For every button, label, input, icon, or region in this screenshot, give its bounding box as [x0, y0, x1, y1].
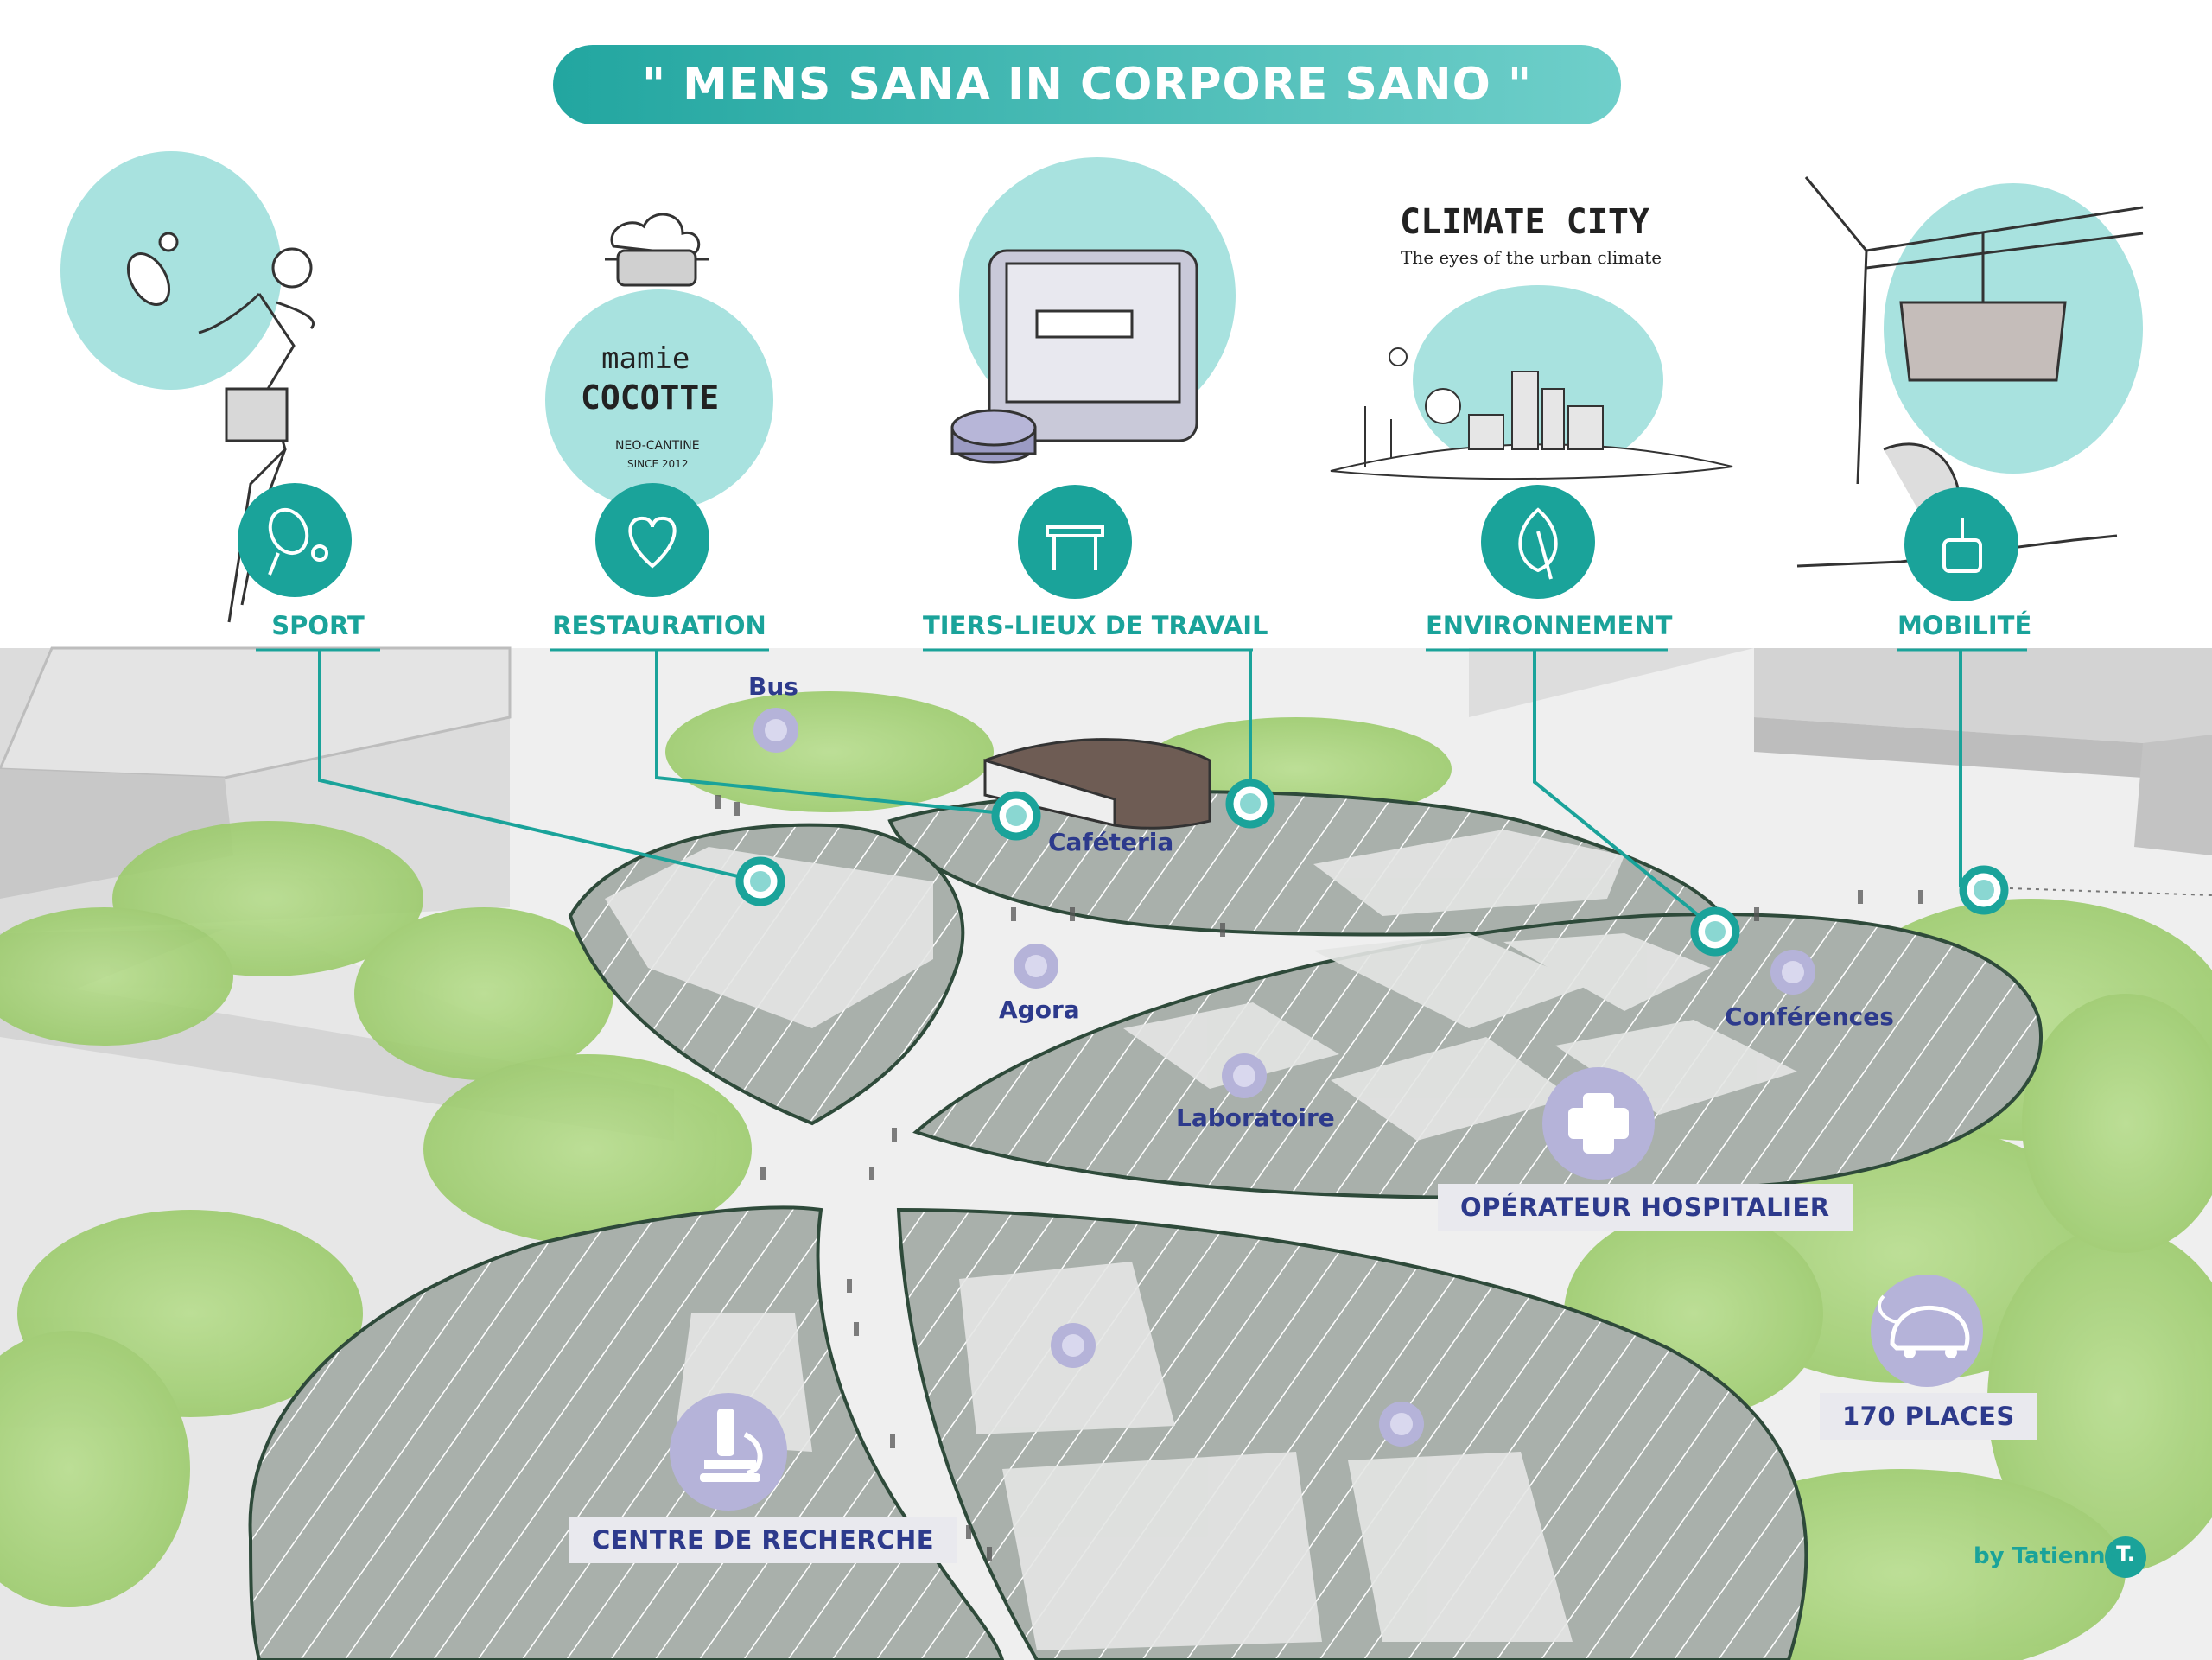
cocotte-logo-line: COCOTTE: [581, 378, 720, 417]
place-label-laboratoire: Laboratoire: [1176, 1103, 1335, 1132]
microscope-icon: [670, 1393, 787, 1511]
category-label-environnement: ENVIRONNEMENT: [1426, 611, 1673, 640]
page-title: " MENS SANA IN CORPORE SANO ": [553, 45, 1621, 124]
neo-cantine-label: NEO-CANTINE: [615, 439, 700, 453]
category-label-tiers-lieux: TIERS-LIEUX DE TRAVAIL: [923, 611, 1268, 640]
place-label-bus: Bus: [748, 672, 798, 701]
cooking-pot-icon: [605, 213, 709, 287]
tennis-player-illustration: [126, 232, 315, 623]
city-skyline-illustration: [1330, 347, 1733, 480]
electric-car-icon: [1871, 1275, 1983, 1387]
research-label: CENTRE DE RECHERCHE: [569, 1517, 957, 1563]
category-label-restauration: RESTAURATION: [552, 611, 766, 640]
place-label-cafeteria: Caféteria: [1048, 828, 1174, 856]
medical-cross-icon: [1542, 1067, 1655, 1180]
category-label-sport: SPORT: [271, 611, 365, 640]
place-label-agora: Agora: [999, 995, 1080, 1024]
category-icons: [238, 483, 2018, 601]
hospital-label: OPÉRATEUR HOSPITALIER: [1438, 1184, 1853, 1231]
hotspot-dots: [735, 779, 2009, 957]
parking-label: 170 PLACES: [1820, 1393, 2037, 1440]
place-label-conferences: Conférences: [1725, 1002, 1894, 1031]
category-label-mobilite: MOBILITÉ: [1897, 611, 2032, 640]
mamie-logo-line: mamie: [601, 341, 690, 376]
work-pod-illustration: [950, 249, 1198, 464]
climate-city-title: CLIMATE CITY: [1400, 202, 1649, 242]
tatienne-logo: T.: [2116, 1542, 2135, 1566]
since-label: SINCE 2012: [627, 458, 689, 470]
credit-text: by Tatienne: [1974, 1543, 2121, 1569]
place-markers: [753, 708, 1815, 1447]
climate-city-subtitle: The eyes of the urban climate: [1401, 247, 1662, 268]
